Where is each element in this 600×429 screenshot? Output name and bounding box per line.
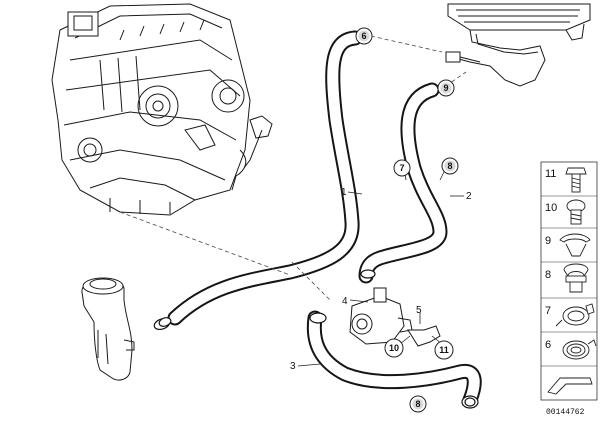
clip-icon [559, 233, 591, 257]
bubble-7-label: 7 [399, 163, 404, 173]
legend-item-9-label: 9 [545, 235, 551, 247]
hose-1 [167, 30, 363, 326]
bubble-8-upper: 8 [441, 157, 459, 175]
bubble-10: 10 [384, 338, 404, 358]
hose-2 [358, 82, 448, 284]
bubble-8-lower-label: 8 [415, 399, 420, 409]
bolt-icon [565, 167, 587, 193]
hose-3 [306, 310, 482, 408]
bubble-11: 11 [434, 340, 454, 360]
reference-lines [119, 35, 467, 301]
bracket-clamp-icon [563, 263, 589, 293]
bubble-6-top-label: 6 [361, 31, 366, 41]
legend-item-11-label: 11 [545, 168, 556, 180]
part-shape-icon [547, 377, 593, 395]
spring-clamp-icon [562, 339, 597, 360]
document-number: 00144762 [546, 408, 585, 417]
bubble-8-upper-label: 8 [447, 161, 452, 171]
parts-legend: 11 10 9 8 7 [540, 161, 598, 401]
bubble-8-lower: 8 [409, 395, 427, 413]
callout-1: 1 [341, 187, 347, 198]
auxiliary-water-pump [349, 287, 441, 347]
bubble-9-label: 9 [443, 83, 448, 93]
heater-core-assembly [445, 3, 591, 87]
screw-icon [566, 199, 586, 225]
legend-item-10-label: 10 [545, 202, 557, 214]
legend-item-6-label: 6 [545, 339, 551, 351]
engine-block [51, 3, 273, 216]
callout-5: 5 [416, 305, 422, 316]
callout-3: 3 [290, 361, 296, 372]
bubble-11-label: 11 [439, 345, 449, 355]
hose-end-fittings [153, 269, 479, 409]
hose-clamp-icon [555, 303, 595, 327]
legend-item-8-label: 8 [545, 269, 551, 281]
bubble-6-top: 6 [355, 27, 373, 45]
legend-item-7-label: 7 [545, 305, 551, 317]
bubble-10-label: 10 [389, 343, 399, 353]
expansion-tank [81, 277, 135, 381]
bubble-9: 9 [437, 79, 455, 97]
bubble-7: 7 [393, 159, 411, 177]
callout-4: 4 [342, 296, 348, 307]
callout-2: 2 [466, 191, 472, 202]
